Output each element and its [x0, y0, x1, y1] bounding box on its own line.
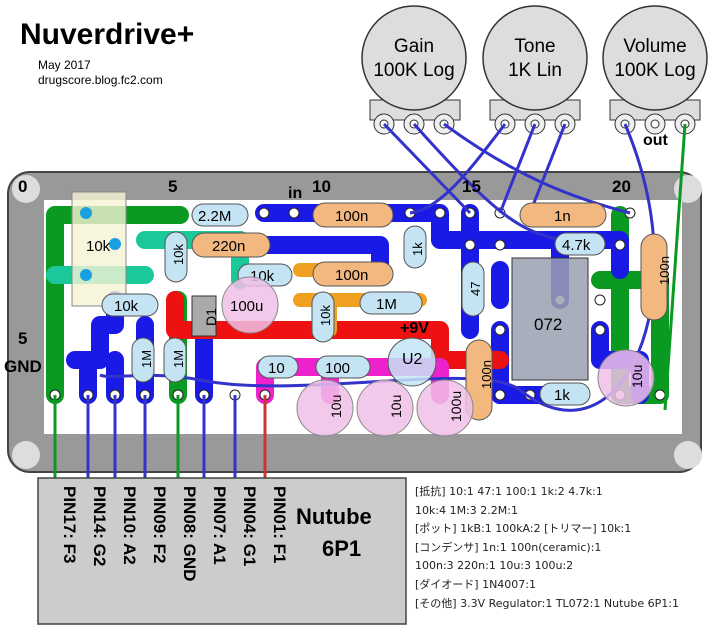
c-220n: 220n — [212, 238, 245, 255]
pot-volume-value: 100K Log — [614, 60, 695, 81]
r-10k-d: 10k — [114, 298, 139, 315]
page-title: Nuverdrive+ — [20, 18, 195, 51]
r-1m-b: 1M — [171, 350, 186, 368]
out-wire — [663, 123, 687, 411]
date-label: May 2017 — [38, 58, 91, 72]
c-10u-a: 10u — [328, 395, 344, 418]
out-label: out — [643, 132, 669, 149]
site-label: drugscore.blog.fc2.com — [38, 73, 163, 87]
electrolytic-cap-labels: 100u 10u 10u 100u 10u — [230, 298, 645, 422]
bill-of-materials: [抵抗] 10:1 47:1 100:1 1k:2 4.7k:1 10k:4 1… — [415, 483, 679, 613]
gnd-label: GND — [4, 357, 42, 376]
mount-hole — [12, 441, 40, 469]
c-10u-b: 10u — [388, 395, 404, 418]
trimmer-label: 10k — [86, 238, 111, 255]
r-1m: 1M — [376, 296, 397, 313]
electrolytic-caps — [221, 276, 655, 437]
mount-hole — [12, 175, 40, 203]
pot-gain: Gain 100K Log — [361, 5, 467, 135]
v9-label: +9V — [400, 320, 429, 337]
r-4-7k: 4.7k — [562, 237, 591, 254]
nutube-box — [37, 477, 407, 625]
mount-hole — [674, 175, 702, 203]
pot-tone: Tone 1K Lin — [482, 5, 588, 135]
col-label-15: 15 — [462, 177, 481, 196]
mount-hole — [674, 441, 702, 469]
regulator-u2 — [387, 337, 437, 387]
r-2-2m: 2.2M — [198, 208, 231, 225]
c-100n-c: 100n — [479, 360, 494, 389]
r-10k-c: 10k — [318, 305, 333, 326]
pot-volume: Volume 100K Log — [602, 5, 708, 135]
r-1m-a: 1M — [139, 350, 154, 368]
u2-label: U2 — [402, 351, 423, 368]
col-label-10: 10 — [312, 177, 331, 196]
r-1k-h: 1k — [554, 387, 570, 404]
c-1n: 1n — [554, 208, 571, 225]
ic-072-label: 072 — [534, 315, 562, 334]
c-100n-a: 100n — [335, 208, 368, 225]
r-100: 100 — [325, 360, 350, 377]
diode-label: D1 — [203, 308, 219, 326]
resistor-labels: 2.2M 1k 4.7k 10k 10k 10k 10k 1M 47 1M 1M… — [114, 208, 591, 404]
pin-14: PIN14: G2 — [90, 486, 109, 566]
bom-line: [その他] 3.3V Regulator:1 TL072:1 Nutube 6P… — [415, 596, 679, 610]
pin-07: PIN07: A1 — [210, 486, 229, 565]
col-label-5: 5 — [168, 177, 177, 196]
diode-d1 — [191, 295, 217, 337]
pot-tone-value: 1K Lin — [508, 60, 562, 81]
pin-01: PIN01: F1 — [270, 486, 289, 563]
c-100u-b: 100u — [448, 391, 464, 422]
film-caps — [191, 202, 668, 421]
bom-line: [ポット] 1kB:1 100kA:2 [トリマー] 10k:1 — [415, 522, 632, 536]
tube-model: 6P1 — [322, 536, 361, 561]
row-label-5: 5 — [18, 329, 27, 348]
pot-tone-name: Tone — [514, 36, 555, 57]
tube-wires — [53, 395, 267, 480]
c-100n-v: 100n — [657, 256, 672, 285]
bom-line: 10k:4 1M:3 2.2M:1 — [415, 503, 518, 517]
c-10u-c: 10u — [629, 365, 645, 388]
bom-line: 100n:3 220n:1 10u:3 100u:2 — [415, 559, 574, 573]
c-100n-b: 100n — [335, 267, 368, 284]
c-100u-a: 100u — [230, 298, 263, 315]
tube-name: Nutube — [296, 504, 372, 529]
bom-line: [コンデンサ] 1n:1 100n(ceramic):1 — [415, 540, 602, 554]
pot-volume-name: Volume — [623, 36, 686, 57]
pin-17: PIN17: F3 — [60, 486, 79, 563]
r-1k-v: 1k — [410, 242, 425, 256]
pot-gain-value: 100K Log — [373, 60, 454, 81]
col-label-20: 20 — [612, 177, 631, 196]
pin-labels: PIN17: F3 PIN14: G2 PIN10: A2 PIN09: F2 … — [60, 486, 289, 581]
pin-04: PIN04: G1 — [240, 486, 259, 566]
ic-072 — [511, 257, 589, 381]
bom-line: [抵抗] 10:1 47:1 100:1 1k:2 4.7k:1 — [415, 485, 603, 498]
pin-08: PIN08: GND — [180, 486, 199, 581]
pin-10: PIN10: A2 — [120, 486, 139, 565]
bom-line: [ダイオード] 1N4007:1 — [415, 577, 537, 591]
pot-gain-name: Gain — [394, 36, 434, 57]
r-10: 10 — [268, 360, 285, 377]
r-47: 47 — [468, 282, 483, 296]
resistors — [101, 203, 606, 406]
col-label-0: 0 — [18, 177, 27, 196]
r-10k-a: 10k — [171, 244, 186, 265]
film-cap-labels: 100n 1n 220n 100n 100n 100n — [212, 208, 672, 389]
pin-09: PIN09: F2 — [150, 486, 169, 563]
in-label: in — [288, 185, 302, 202]
